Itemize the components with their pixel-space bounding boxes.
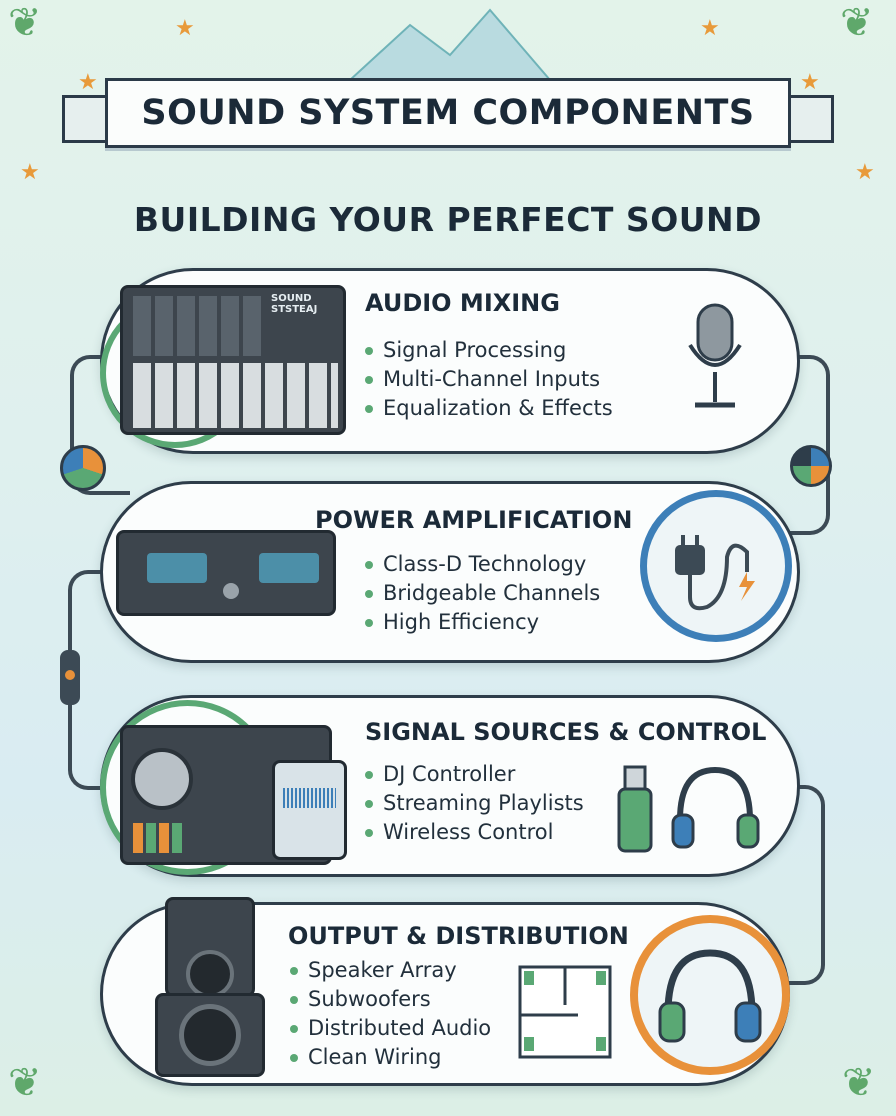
tablet-image — [272, 760, 347, 860]
bullet-item: Distributed Audio — [290, 1014, 491, 1043]
bullet-item: Wireless Control — [365, 818, 584, 847]
power-plug-icon — [640, 490, 792, 642]
page-title: SOUND SYSTEM COMPONENTS — [141, 93, 755, 133]
connector-node-icon — [790, 445, 832, 487]
bullet-list: Signal Processing Multi-Channel Inputs E… — [365, 336, 613, 423]
floor-plan-icon — [518, 965, 612, 1059]
bullet-item: Speaker Array — [290, 956, 491, 985]
bullet-item: Streaming Playlists — [365, 789, 584, 818]
headphones-icon — [671, 766, 760, 849]
amplifier-image — [116, 530, 336, 616]
pie-node-icon — [60, 445, 106, 491]
mountain-decoration-icon — [348, 8, 552, 80]
bullet-list: Class-D Technology Bridgeable Channels H… — [365, 550, 600, 637]
bullet-item: Signal Processing — [365, 336, 613, 365]
usb-drive-icon — [617, 765, 653, 853]
leaf-decoration-icon: ❦ — [8, 0, 42, 46]
star-icon: ★ — [20, 160, 40, 185]
page-subtitle: BUILDING YOUR PERFECT SOUND — [133, 200, 763, 239]
bullet-item: High Efficiency — [365, 608, 600, 637]
bullet-item: Equalization & Effects — [365, 394, 613, 423]
leaf-decoration-icon: ❦ — [842, 1060, 876, 1106]
star-icon: ★ — [78, 70, 98, 95]
star-icon: ★ — [855, 160, 875, 185]
mixer-logo: SOUND STSTEAJ — [271, 293, 318, 315]
leaf-decoration-icon: ❦ — [8, 1060, 42, 1106]
bullet-item: Clean Wiring — [290, 1043, 491, 1072]
title-banner: SOUND SYSTEM COMPONENTS — [105, 78, 791, 148]
cable-connector-icon — [60, 650, 80, 705]
bullet-item: Bridgeable Channels — [365, 579, 600, 608]
section-title: POWER AMPLIFICATION — [315, 506, 633, 534]
star-icon: ★ — [800, 70, 820, 95]
cable — [780, 355, 830, 535]
bullet-list: Speaker Array Subwoofers Distributed Aud… — [290, 956, 491, 1072]
star-icon: ★ — [175, 16, 195, 41]
section-title: AUDIO MIXING — [365, 289, 560, 317]
bullet-item: DJ Controller — [365, 760, 584, 789]
star-icon: ★ — [700, 16, 720, 41]
bullet-item: Subwoofers — [290, 985, 491, 1014]
bullet-list: DJ Controller Streaming Playlists Wirele… — [365, 760, 584, 847]
subwoofer-image — [155, 993, 265, 1077]
speaker-image — [165, 897, 255, 998]
section-title: OUTPUT & DISTRIBUTION — [288, 922, 629, 950]
section-title: SIGNAL SOURCES & CONTROL — [365, 718, 767, 746]
headphones-icon — [630, 915, 790, 1075]
mixer-image: SOUND STSTEAJ — [120, 285, 346, 435]
cable — [780, 785, 825, 985]
bullet-item: Class-D Technology — [365, 550, 600, 579]
bullet-item: Multi-Channel Inputs — [365, 365, 613, 394]
microphone-icon — [688, 303, 742, 408]
leaf-decoration-icon: ❦ — [840, 0, 874, 46]
